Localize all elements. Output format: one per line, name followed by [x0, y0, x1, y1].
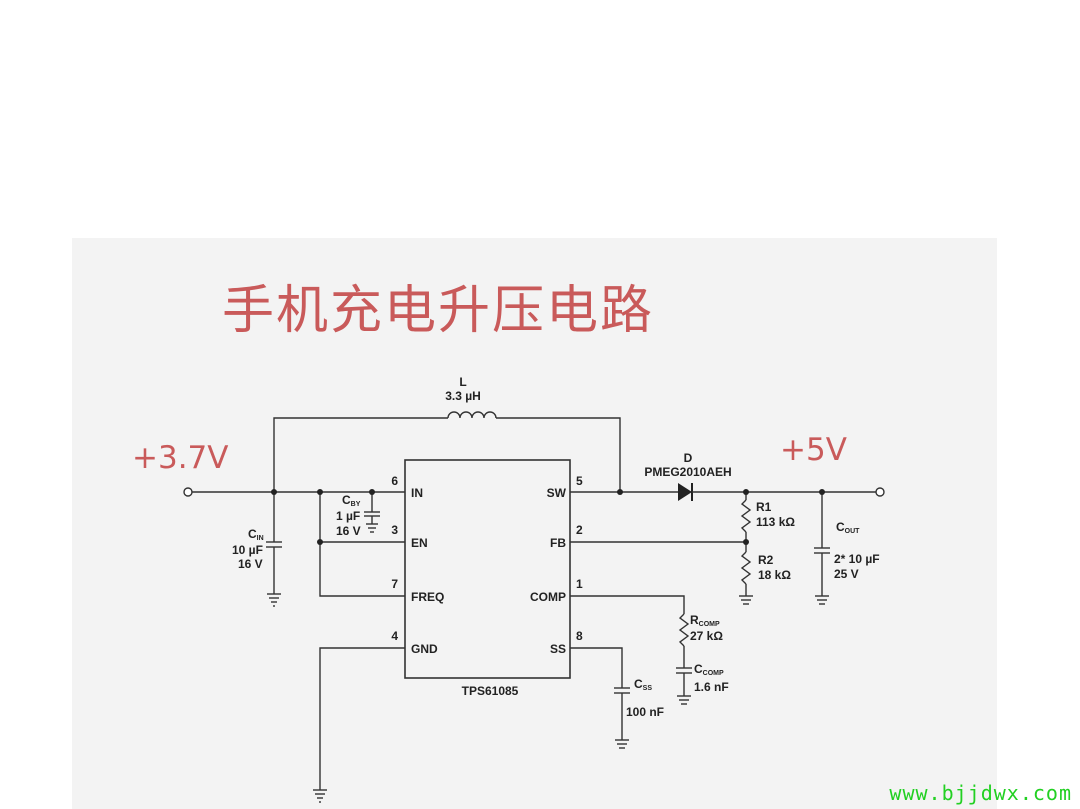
pin-number-gnd: 4 — [391, 629, 398, 643]
ccomp-ground-icon — [677, 695, 691, 705]
inductor-value: 3.3 µH — [445, 389, 481, 403]
pin-number-fb: 2 — [576, 523, 583, 537]
pin-number-freq: 7 — [391, 577, 398, 591]
r1-ref: R1 — [756, 500, 772, 514]
r2-symbol — [740, 551, 752, 585]
cby-ground-icon — [366, 523, 378, 533]
diagram-panel — [72, 238, 997, 809]
pin-name-sw: SW — [547, 486, 567, 500]
watermark: www.bjjdwx.com — [889, 781, 1072, 805]
cin-voltage: 16 V — [238, 557, 263, 571]
pin-name-en: EN — [411, 536, 428, 550]
pin-number-comp: 1 — [576, 577, 583, 591]
r2-ground-icon — [739, 595, 753, 605]
pin-number-ss: 8 — [576, 629, 583, 643]
pin-name-freq: FREQ — [411, 590, 444, 604]
cout-ground-icon — [815, 595, 829, 605]
inductor-wire-left — [273, 417, 448, 492]
gnd-wire — [319, 647, 405, 790]
cby-value: 1 µF — [336, 509, 360, 523]
inductor-ref: L — [459, 375, 466, 389]
freq-tie-wire — [319, 492, 405, 597]
ccomp-value: 1.6 nF — [694, 680, 729, 694]
output-voltage-label: +5V — [780, 432, 847, 468]
cout-voltage: 25 V — [834, 567, 859, 581]
junction-dot — [819, 489, 825, 495]
comp-wire — [570, 595, 685, 614]
junction-dot — [271, 489, 277, 495]
pin-number-en: 3 — [391, 523, 398, 537]
r2-ref: R2 — [758, 553, 774, 567]
diagram-title: 手机充电升压电路 — [222, 281, 655, 341]
pin-name-in: IN — [411, 486, 423, 500]
ccomp-ref: CCOMP — [694, 662, 724, 677]
css-ground-icon — [615, 739, 629, 749]
pin-name-ss: SS — [550, 642, 566, 656]
diode-symbol — [678, 483, 692, 501]
inductor-symbol — [447, 411, 497, 419]
junction-dot — [743, 489, 749, 495]
r2-value: 18 kΩ — [758, 568, 791, 582]
css-ref: CSS — [634, 677, 652, 692]
pin-name-fb: FB — [550, 536, 566, 550]
input-terminal[interactable] — [183, 487, 193, 497]
cin-ref: CIN — [248, 527, 264, 542]
junction-dot — [617, 489, 623, 495]
inductor-wire-right — [496, 417, 621, 492]
css-value: 100 nF — [626, 705, 664, 719]
pin-number-sw: 5 — [576, 474, 583, 488]
cby-voltage: 16 V — [336, 524, 361, 538]
junction-dot — [317, 489, 323, 495]
ic-name: TPS61085 — [462, 684, 519, 698]
r1-symbol — [740, 499, 752, 533]
gnd-ground-icon — [313, 789, 327, 803]
r1-value: 113 kΩ — [756, 515, 795, 529]
rcomp-ref: RCOMP — [690, 613, 720, 628]
junction-dot — [743, 539, 749, 545]
pin-name-comp: COMP — [530, 590, 566, 604]
junction-dot — [317, 539, 323, 545]
junction-dot — [369, 489, 375, 495]
cout-value: 2* 10 µF — [834, 552, 880, 566]
diode-part: PMEG2010AEH — [644, 465, 731, 479]
pin-number-in: 6 — [391, 474, 398, 488]
cin-ground-icon — [267, 593, 281, 607]
rcomp-symbol — [678, 613, 690, 647]
diode-ref: D — [684, 451, 693, 465]
cin-value: 10 µF — [232, 543, 263, 557]
rcomp-value: 27 kΩ — [690, 629, 723, 643]
cby-ref: CBY — [342, 493, 361, 508]
ss-wire — [570, 647, 623, 688]
output-terminal[interactable] — [875, 487, 885, 497]
input-voltage-label: +3.7V — [132, 440, 229, 476]
ic-body — [404, 459, 571, 679]
cout-ref: COUT — [836, 520, 860, 535]
pin-name-gnd: GND — [411, 642, 438, 656]
